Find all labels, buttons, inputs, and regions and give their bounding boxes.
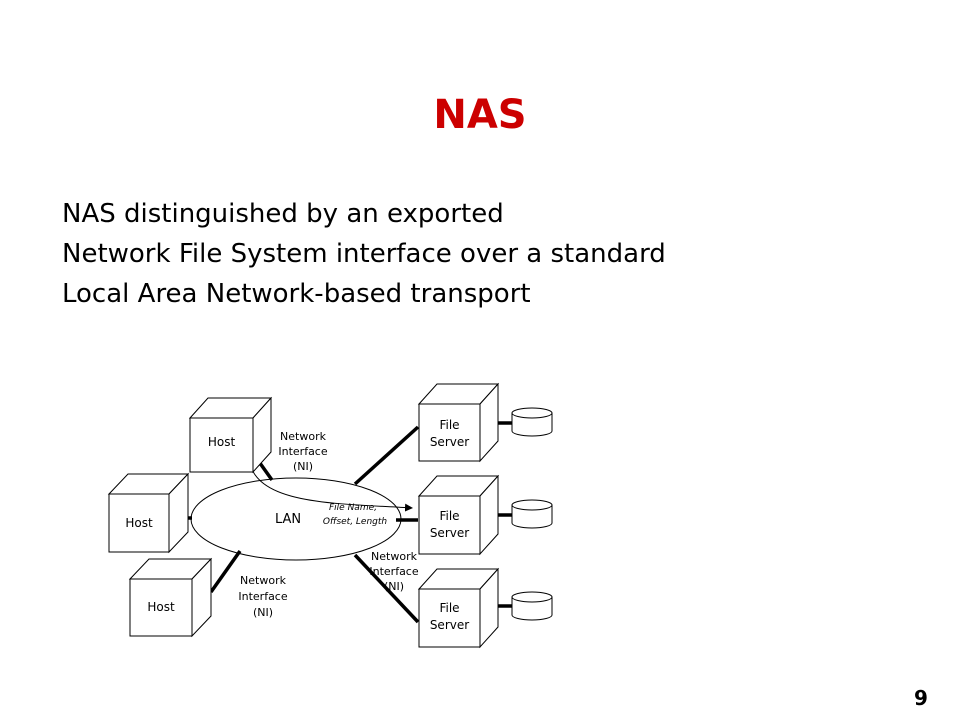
host-box-2: Host <box>107 472 190 554</box>
link-lan-server1 <box>353 425 420 486</box>
file-server-box-3: File Server <box>417 567 500 649</box>
host-label-1: Host <box>208 435 236 449</box>
file-server-box-2: File Server <box>417 474 500 556</box>
slide-title: NAS <box>433 92 527 138</box>
svg-text:(NI): (NI) <box>253 606 273 619</box>
slide-body-text: NAS distinguished by an exported Network… <box>62 194 666 314</box>
request-label-line1: File Name, <box>329 503 377 513</box>
host-box-1: Host <box>188 396 273 474</box>
svg-text:(NI): (NI) <box>293 460 313 473</box>
file-server-label-3-line2: Server <box>430 618 469 632</box>
disk-icon <box>511 499 553 529</box>
svg-text:Interface: Interface <box>238 590 287 603</box>
svg-text:Network: Network <box>240 574 287 587</box>
disk-icon <box>511 407 553 437</box>
link-lan-server3 <box>353 553 420 624</box>
svg-text:(NI): (NI) <box>384 580 404 593</box>
file-server-label-3-line1: File <box>439 601 459 615</box>
page-number: 9 <box>914 686 928 710</box>
lan-label: LAN <box>275 512 301 527</box>
link-host3-lan <box>209 549 242 594</box>
body-line-3: Local Area Network-based transport <box>62 279 531 309</box>
disk-icon <box>511 591 553 621</box>
ni-label-1: Network Interface (NI) <box>278 430 327 473</box>
ni-label-3: Network Interface (NI) <box>238 574 287 619</box>
host-label-2: Host <box>125 516 153 530</box>
svg-text:Interface: Interface <box>278 445 327 458</box>
svg-text:Interface: Interface <box>369 565 418 578</box>
file-server-label-2-line1: File <box>439 509 459 523</box>
file-server-label-2-line2: Server <box>430 526 469 540</box>
file-server-label-1-line1: File <box>439 418 459 432</box>
host-box-3: Host <box>128 557 213 638</box>
body-line-2: Network File System interface over a sta… <box>62 239 666 269</box>
body-line-1: NAS distinguished by an exported <box>62 199 504 229</box>
request-label-line2: Offset, Length <box>323 517 388 527</box>
file-server-label-1-line2: Server <box>430 435 469 449</box>
host-label-3: Host <box>147 600 175 614</box>
file-server-box-1: File Server <box>417 382 500 463</box>
svg-text:Network: Network <box>280 430 327 443</box>
ni-label-2: Network Interface (NI) <box>369 550 418 593</box>
svg-text:Network: Network <box>371 550 418 563</box>
